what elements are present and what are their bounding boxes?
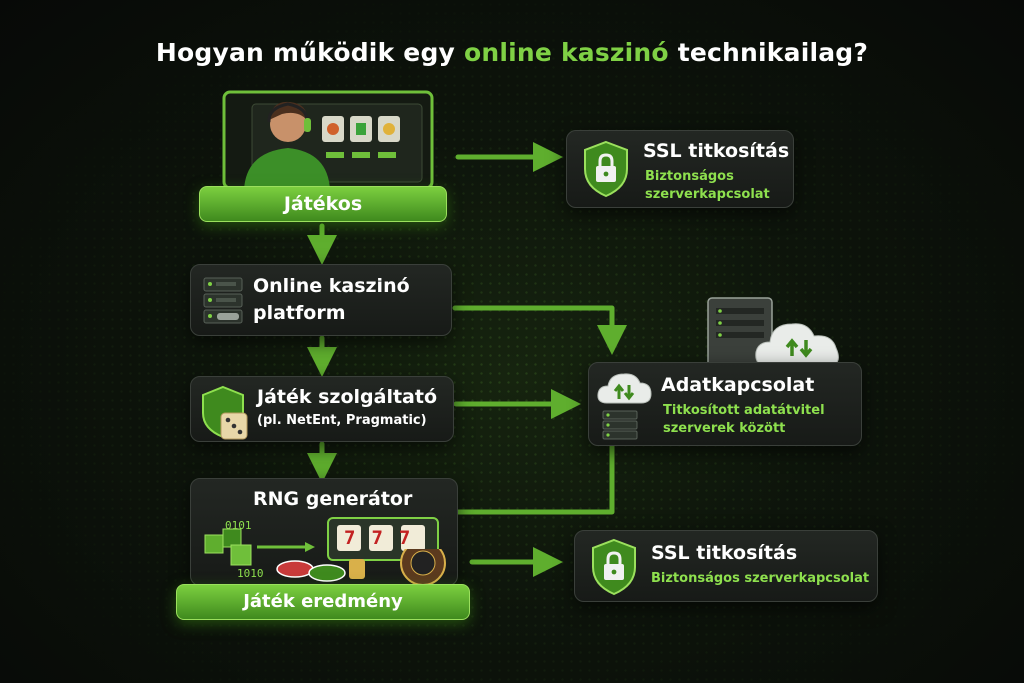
ssl-bottom-card: SSL titkosítás Biztonságos szerverkapcso… <box>574 530 878 602</box>
rng-binary-bottom: 1010 <box>237 567 264 580</box>
ssl-top-card: SSL titkosítás Biztonságos szerverkapcso… <box>566 130 794 208</box>
page-title: Hogyan működik egy online kaszinó techni… <box>155 38 869 67</box>
player-label: Játékos <box>199 186 447 222</box>
chips-roulette-icon <box>273 540 449 589</box>
shield-dice-icon <box>199 383 255 443</box>
ssl-top-subtitle-1: Biztonságos <box>645 169 734 184</box>
title-highlight: online kaszinó <box>463 38 669 67</box>
slot-reels-text: 777 <box>344 527 427 549</box>
rng-title: RNG generátor <box>253 488 413 510</box>
data-subtitle-1: Titkosított adatátvitel <box>663 403 825 418</box>
platform-card: Online kaszinó platform <box>190 264 452 336</box>
ssl-bottom-title: SSL titkosítás <box>651 542 798 564</box>
platform-title: Online kaszinó platform <box>253 275 410 324</box>
shield-lock-icon <box>581 139 631 199</box>
player-at-slot-machine-icon <box>222 90 434 190</box>
provider-subtitle: (pl. NetEnt, Pragmatic) <box>257 413 427 428</box>
ssl-top-subtitle-2: szerverkapcsolat <box>645 187 770 202</box>
data-card: Adatkapcsolat Titkosított adatátvitel sz… <box>588 362 862 446</box>
link-rng-to-data <box>455 437 615 515</box>
data-subtitle-2: szerverek között <box>663 421 786 436</box>
arrow-platform-to-data <box>452 305 627 355</box>
rng-card: RNG generátor 0101 1010 777 <box>190 478 458 586</box>
ssl-bottom-subtitle: Biztonságos szerverkapcsolat <box>651 571 870 586</box>
data-cloud-server-icon <box>595 369 653 441</box>
cloud-sync-icon <box>752 312 846 370</box>
provider-title: Játék szolgáltató <box>257 386 438 408</box>
server-tower-icon <box>702 296 778 368</box>
server-rack-icon <box>203 277 243 325</box>
ssl-top-title: SSL titkosítás <box>643 140 790 162</box>
provider-card: Játék szolgáltató (pl. NetEnt, Pragmatic… <box>190 376 454 442</box>
data-title: Adatkapcsolat <box>661 374 815 396</box>
rng-arrow-icon <box>257 537 317 552</box>
rng-cubes-icon <box>201 527 261 567</box>
shield-lock-icon <box>589 537 639 597</box>
result-label: Játék eredmény <box>176 584 470 620</box>
